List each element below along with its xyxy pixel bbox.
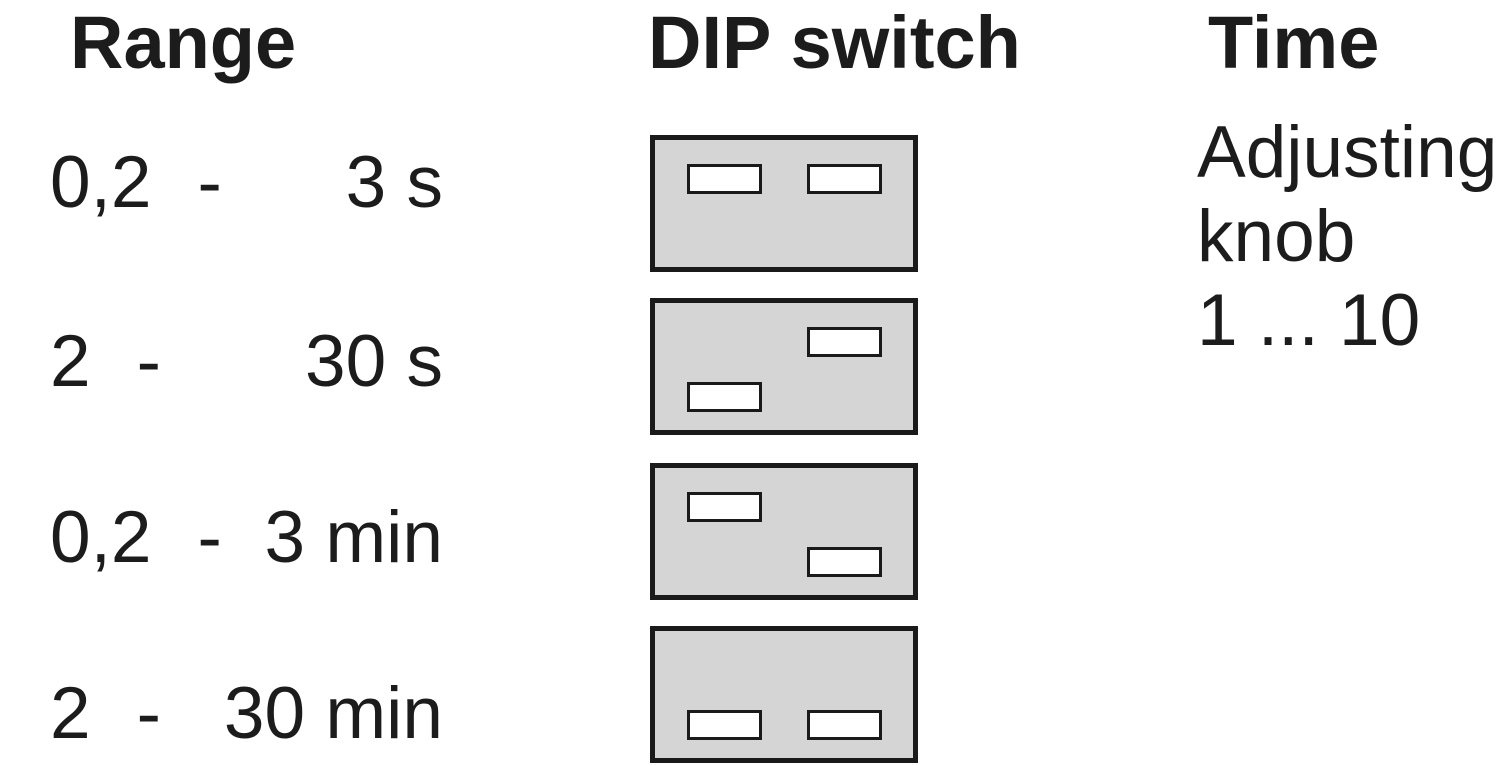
dip-switch-lever-right	[807, 164, 882, 194]
range-max-value: 3 s	[345, 142, 443, 223]
range-min-value: 2	[50, 321, 91, 402]
range-dash: -	[136, 321, 161, 402]
time-column-header: Time	[1208, 1, 1380, 84]
range-dash: -	[197, 497, 222, 578]
dip-switch-lever-right	[807, 327, 882, 357]
range-min-value: 0,2	[50, 142, 152, 223]
dip-switch-lever-left	[687, 382, 762, 412]
time-note-line: 1 ... 10	[1197, 280, 1421, 361]
dip-switch-diagram-3	[650, 463, 918, 600]
range-column-header: Range	[70, 1, 297, 84]
range-row-4: 2 - 30 min	[50, 677, 443, 750]
dip-switch-diagram-2	[650, 298, 918, 435]
dip-switch-diagram-4	[650, 626, 918, 763]
range-min-value: 2	[50, 673, 91, 754]
range-row-1: 0,2 - 3 s	[50, 146, 443, 219]
dip-switch-lever-right	[807, 710, 882, 740]
range-row-2: 2 - 30 s	[50, 325, 443, 398]
range-dash: -	[136, 673, 161, 754]
range-dash: -	[197, 142, 222, 223]
dip-switch-lever-left	[687, 492, 762, 522]
dip-switch-column-header: DIP switch	[648, 1, 1021, 84]
range-min-value: 0,2	[50, 497, 152, 578]
dip-switch-lever-left	[687, 710, 762, 740]
dip-switch-lever-left	[687, 164, 762, 194]
range-row-3: 0,2 - 3 min	[50, 501, 443, 574]
time-note-line: knob	[1197, 196, 1356, 277]
dip-switch-lever-right	[807, 547, 882, 577]
range-max-value: 3 min	[264, 497, 443, 578]
range-max-value: 30 min	[223, 673, 443, 754]
dip-switch-diagram-1	[650, 135, 918, 272]
time-note-line: Adjusting	[1197, 112, 1498, 193]
time-note: Adjusting knob 1 ... 10	[1197, 111, 1497, 363]
range-max-value: 30 s	[305, 321, 443, 402]
